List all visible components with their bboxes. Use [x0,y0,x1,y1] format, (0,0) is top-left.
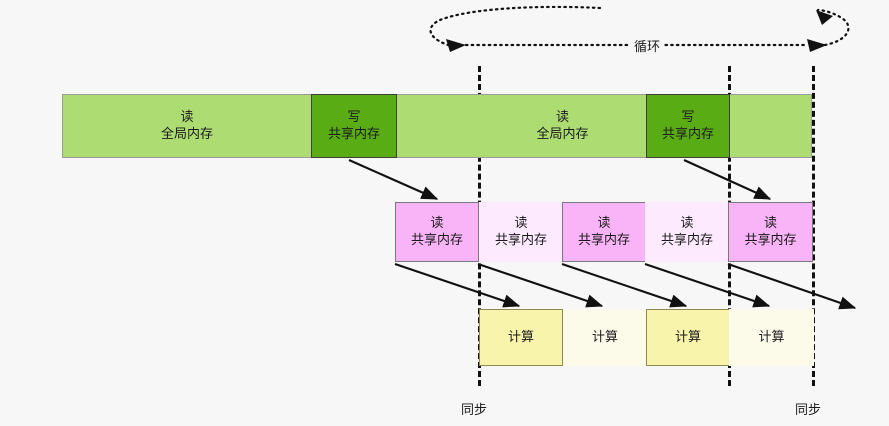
loop-right-curve [816,8,850,47]
cell-read-global-1[interactable]: 读 全局内存 [62,94,312,158]
arrow-read5-to-next-iteration [727,263,857,310]
cell-compute-2[interactable]: 计算 [563,309,647,366]
global-memory-row: 读 全局内存 写 共享内存 读 全局内存 写 共享内存 [62,94,812,158]
cell-read-shared-4[interactable]: 读 共享内存 [645,202,729,262]
cell-label-line2: 共享内存 [494,233,547,248]
cell-label-line1: 读 [555,110,569,125]
loop-arrowhead-left [446,39,466,52]
arrow-read2-to-compute2 [477,263,604,308]
cell-label-line1: 读 [430,216,444,231]
cell-compute-3[interactable]: 计算 [646,309,730,366]
loop-arrowhead-mid-right [807,39,827,52]
cell-label-line1: 读 [680,216,694,231]
cell-green-gap-2[interactable] [730,94,814,158]
sync-label-left: 同步 [461,403,488,418]
arrow-read4-to-compute4 [644,263,771,308]
cell-read-shared-5[interactable]: 读 共享内存 [728,202,813,262]
cell-compute-4[interactable]: 计算 [729,309,814,366]
cell-label-line2: 共享内存 [744,233,797,248]
loop-left-curve [429,5,602,47]
loop-arrowhead-top-right [816,10,833,25]
cell-read-global-2[interactable]: 读 全局内存 [479,94,646,158]
cell-green-gap-1[interactable] [397,94,479,158]
cell-label-line2: 共享内存 [327,127,380,142]
cell-label-line2: 共享内存 [577,233,630,248]
cell-label-line2: 全局内存 [160,127,213,142]
cell-label-line2: 共享内存 [410,233,463,248]
compute-row: 计算 计算 计算 计算 [479,309,814,366]
sync-label-right: 同步 [795,403,822,418]
arrow-read1-to-compute1 [394,263,521,308]
cell-read-shared-3[interactable]: 读 共享内存 [562,202,646,262]
cell-label-line1: 写 [347,110,361,125]
sync-line-3 [812,66,815,386]
cell-write-shared-1[interactable]: 写 共享内存 [311,94,397,158]
cell-label-line1: 读 [180,110,194,125]
arrow-read3-to-compute3 [561,263,688,308]
cell-label-line1: 计算 [507,330,534,345]
cell-label-line2: 共享内存 [661,127,714,142]
cell-label-line2: 共享内存 [660,233,713,248]
cell-write-shared-2[interactable]: 写 共享内存 [646,94,730,158]
cell-label-line1: 读 [514,216,528,231]
arrow-write1-to-read1 [348,159,439,200]
arrow-write2-to-read5 [683,159,772,200]
cell-label-line1: 读 [597,216,611,231]
loop-label: 循环 [630,36,665,55]
cell-label-line1: 写 [681,110,695,125]
cell-read-shared-2[interactable]: 读 共享内存 [479,202,563,262]
cell-label-line1: 计算 [674,330,701,345]
cell-compute-1[interactable]: 计算 [479,309,563,366]
cell-label-line1: 计算 [591,330,618,345]
cell-label-line2: 全局内存 [536,127,589,142]
cell-label-line1: 读 [763,216,777,231]
cell-read-shared-1[interactable]: 读 共享内存 [395,202,479,262]
shared-memory-row: 读 共享内存 读 共享内存 读 共享内存 读 共享内存 读 共享内存 [395,202,813,262]
cell-label-line1: 计算 [758,330,785,345]
